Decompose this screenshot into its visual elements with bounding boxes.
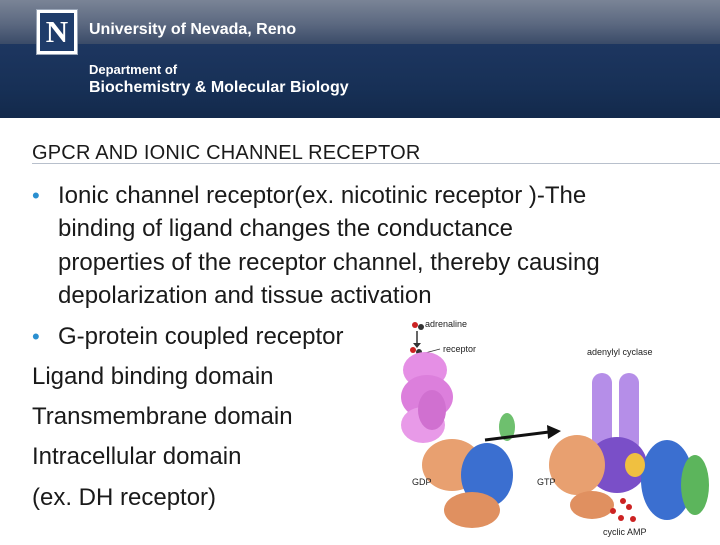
g-protein-inactive [422,413,515,528]
bullet-1-line-2: binding of ligand changes the conductanc… [58,215,514,242]
slide-title: GPCR AND IONIC CHANNEL RECEPTOR [32,142,421,164]
label-cyclic-amp: cyclic AMP [603,527,647,537]
title-divider [32,163,720,164]
adrenaline-molecule [410,322,424,355]
label-gtp: GTP [537,477,556,487]
gpcr-figure: adrenaline receptor GDP adenylyl cyclase [377,315,720,540]
university-logo: N [36,9,78,55]
label-receptor: receptor [443,344,476,354]
plain-line-example: (ex. DH receptor) [32,484,217,511]
university-name: University of Nevada, Reno [89,21,297,38]
bullet-1-line-1: Ionic channel receptor(ex. nicotinic rec… [58,182,587,209]
bullet-1-line-4: depolarization and tissue activation [58,282,432,309]
label-adenylyl-cyclase: adenylyl cyclase [587,347,653,357]
department-label: Department of [89,62,178,77]
department-name: Biochemistry & Molecular Biology [89,79,349,96]
header-bottom-band [0,44,720,118]
bullet-marker: • [32,324,40,349]
gpcr-illustration: adrenaline receptor GDP adenylyl cyclase [401,319,709,537]
receptor-protein [401,352,453,443]
cyclic-amp-molecules [610,498,636,522]
bullet-marker: • [32,183,40,208]
label-gdp: GDP [412,477,432,487]
logo-letter: N [40,13,74,51]
activation-arrow [484,425,561,442]
header-top-band [0,0,720,44]
plain-line-ligand: Ligand binding domain [32,363,274,390]
bullet-1-line-3: properties of the receptor channel, ther… [58,249,600,276]
plain-line-intracellular: Intracellular domain [32,443,242,470]
header-banner: N University of Nevada, Reno Department … [0,0,720,118]
bullet-2-line-1: G-protein coupled receptor [58,323,344,350]
adenylyl-cyclase-protein [549,373,709,520]
label-adrenaline: adrenaline [425,319,467,329]
plain-line-transmembrane: Transmembrane domain [32,403,293,430]
